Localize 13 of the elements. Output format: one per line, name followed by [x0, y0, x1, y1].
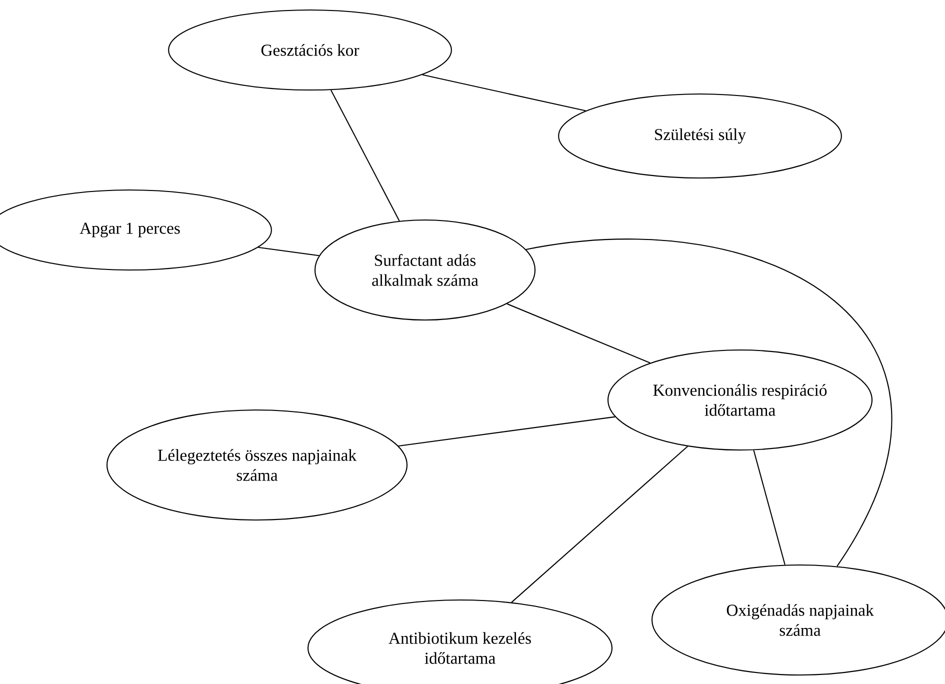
connector-line — [753, 450, 786, 565]
connector-line — [511, 446, 688, 603]
ellipse-node: Születési súly — [558, 93, 842, 179]
connector-line — [422, 74, 586, 112]
connector-line — [526, 238, 892, 566]
connector-line — [398, 416, 616, 446]
ellipse-node: Gesztációs kor — [168, 9, 452, 91]
ellipse-node: Surfactant adás alkalmak száma — [314, 219, 536, 321]
connector-line — [506, 303, 650, 364]
ellipse-node: Lélegeztetés összes napjainak száma — [106, 409, 408, 521]
ellipse-node: Konvencionális respiráció időtartama — [607, 349, 873, 451]
connector-line — [330, 90, 400, 222]
connector-line — [258, 246, 320, 256]
